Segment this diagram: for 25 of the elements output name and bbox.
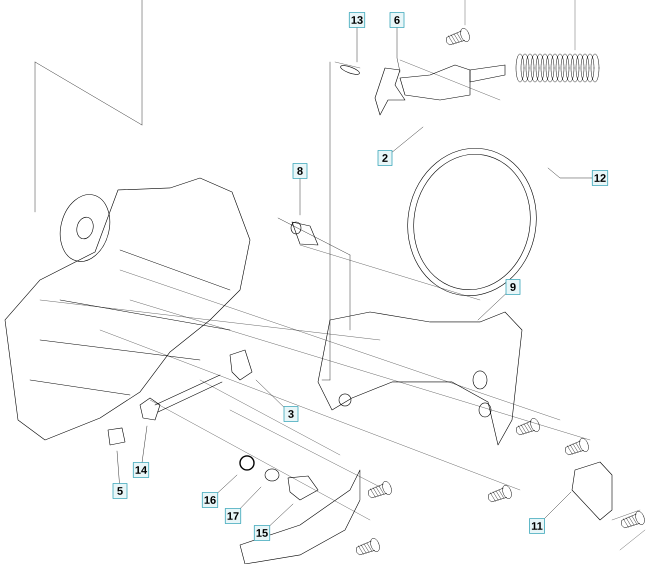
leader-line bbox=[218, 474, 238, 493]
callout-number: 16 bbox=[202, 492, 218, 508]
callout-number: 9 bbox=[506, 279, 520, 295]
callout-number: 12 bbox=[592, 170, 608, 186]
leader-line bbox=[116, 450, 120, 484]
callout-number: 11 bbox=[529, 518, 545, 534]
callout-number: 14 bbox=[132, 462, 150, 478]
leader-line bbox=[270, 504, 294, 526]
callout-number: 8 bbox=[292, 163, 308, 179]
callout-number: 2 bbox=[378, 150, 392, 166]
leader-line bbox=[544, 492, 572, 518]
callout-number: 15 bbox=[254, 525, 270, 541]
leader-line bbox=[356, 28, 358, 62]
callout-number: 5 bbox=[112, 483, 128, 499]
leader-line bbox=[396, 28, 400, 72]
leader-line bbox=[392, 126, 424, 152]
callout-number: 3 bbox=[284, 406, 298, 422]
leader-line bbox=[478, 294, 506, 320]
callout-number: 6 bbox=[390, 12, 404, 28]
callout-number: 17 bbox=[224, 508, 242, 524]
leader-line bbox=[256, 380, 284, 407]
callout-number: 13 bbox=[348, 12, 366, 28]
leader-line bbox=[548, 168, 592, 178]
leader-line bbox=[142, 426, 148, 462]
leader-line bbox=[240, 486, 262, 508]
